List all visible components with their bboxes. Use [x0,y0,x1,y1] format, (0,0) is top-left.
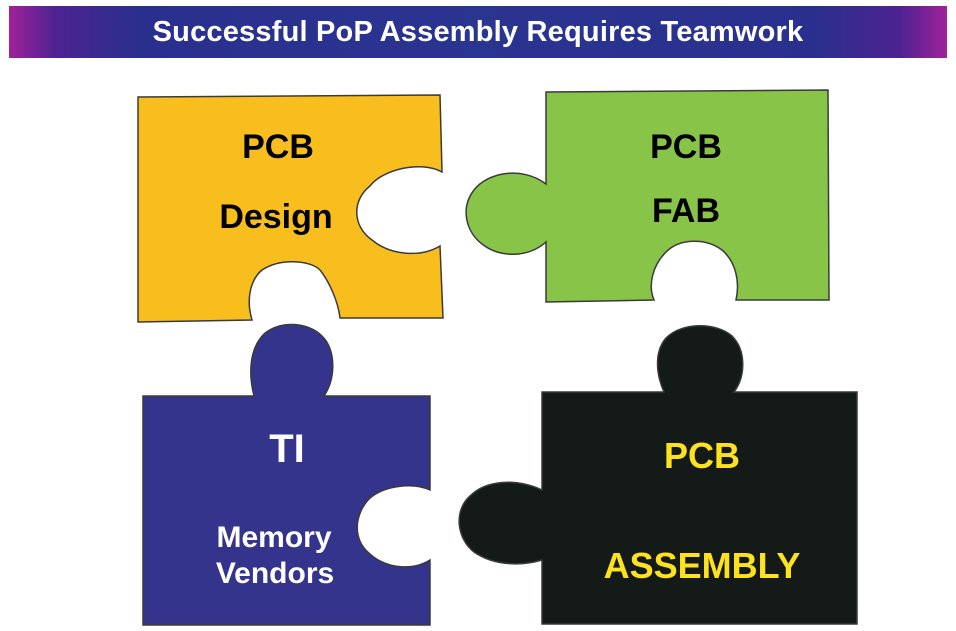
title-banner: Successful PoP Assembly Requires Teamwor… [9,6,947,58]
ti-label-line1: TI [269,427,305,471]
pcb-design-label-line1: PCB [242,128,314,166]
pcb-assembly-label-line2: ASSEMBLY [604,545,801,586]
puzzle-piece-pcb-assembly-shape [458,325,858,625]
puzzle-piece-pcb-assembly: PCB ASSEMBLY [458,325,858,625]
pcb-fab-label-line2: FAB [652,192,720,230]
puzzle-piece-pcb-design: PCB Design [137,94,444,323]
ti-label-line2: Memory [216,521,331,554]
pcb-design-label-line2: Design [219,198,332,236]
ti-label-line3: Vendors [216,557,334,590]
puzzle-piece-pcb-design-shape [137,94,444,323]
slide-title: Successful PoP Assembly Requires Teamwor… [152,15,804,48]
puzzle-piece-ti-memory-shape [142,323,431,626]
pcb-assembly-label-line1: PCB [664,435,740,476]
puzzle-piece-pcb-fab: PCB FAB [465,89,830,303]
puzzle-piece-ti-memory: TI Memory Vendors [142,323,431,626]
puzzle-piece-pcb-fab-shape [465,89,830,303]
pcb-fab-label-line1: PCB [650,128,722,166]
